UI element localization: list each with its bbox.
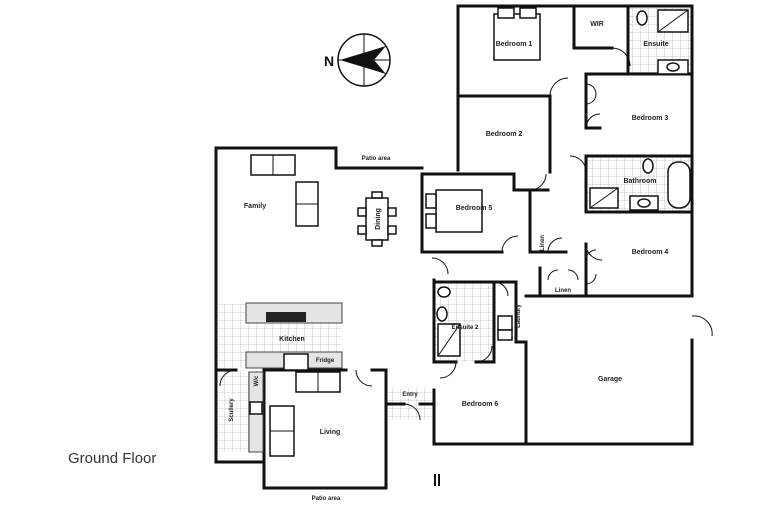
label-wc: W/c xyxy=(254,375,260,386)
label-living: Living xyxy=(320,429,341,436)
furniture xyxy=(245,7,691,486)
floor-title: Ground Floor xyxy=(68,450,157,467)
label-linen-small: Linen xyxy=(540,235,546,251)
label-ensuite: Ensuite xyxy=(643,41,668,48)
label-wir: WIR xyxy=(590,21,604,28)
compass-label: N xyxy=(324,53,334,69)
label-bedroom-4: Bedroom 4 xyxy=(632,249,669,256)
label-laundry: Laundry xyxy=(516,304,522,328)
label-garage: Garage xyxy=(598,376,622,383)
label-bedroom-3: Bedroom 3 xyxy=(632,115,669,122)
label-fridge: Fridge xyxy=(316,358,335,364)
room-labels: Bedroom 1 WIR Ensuite Bedroom 2 Bedroom … xyxy=(229,21,669,502)
label-bedroom-1: Bedroom 1 xyxy=(496,41,533,48)
label-bathroom: Bathroom xyxy=(623,178,656,185)
north-arrow-icon xyxy=(340,46,386,74)
label-bedroom-5: Bedroom 5 xyxy=(456,205,493,212)
label-bedroom-2: Bedroom 2 xyxy=(486,131,523,138)
label-patio-bottom: Patio area xyxy=(312,496,341,502)
doors xyxy=(219,47,713,421)
compass: N xyxy=(324,33,391,87)
label-scullery: Scullery xyxy=(229,398,235,422)
label-linen: Linen xyxy=(555,288,571,294)
label-bedroom-6: Bedroom 6 xyxy=(462,401,499,408)
label-patio-top: Patio area xyxy=(362,156,391,162)
label-family: Family xyxy=(244,203,266,210)
label-dining: Dining xyxy=(375,208,382,230)
label-entry: Entry xyxy=(402,392,418,398)
label-ensuite-2: Ensuite 2 xyxy=(452,325,479,331)
label-kitchen: Kitchen xyxy=(279,336,305,343)
